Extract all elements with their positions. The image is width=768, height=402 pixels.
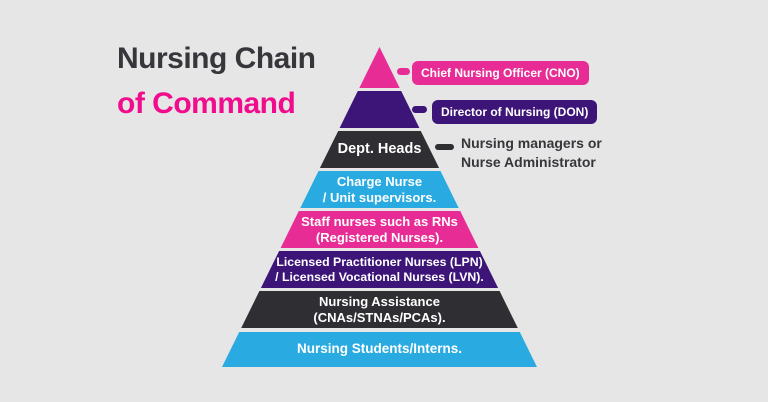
dept-heads-note-line-1: Nursing managers or	[461, 135, 602, 151]
don-connector-dash-icon	[412, 106, 427, 113]
level-label: Nursing Assistance	[319, 293, 440, 309]
dept-heads-note-line-2: Nurse Administrator	[461, 154, 596, 170]
level-label: Dept. Heads	[337, 140, 422, 157]
level-label: (CNAs/STNAs/PCAs).	[313, 309, 446, 325]
pyramid-level-dept-heads: Dept. Heads	[319, 131, 440, 168]
dept-heads-connector-dash-icon	[435, 144, 454, 150]
cno-callout-badge: Chief Nursing Officer (CNO)	[412, 61, 589, 85]
page-title-line-1: Nursing Chain	[117, 42, 316, 75]
level-label: Licensed Practitioner Nurses (LPN)	[276, 254, 483, 269]
don-callout-badge: Director of Nursing (DON)	[432, 100, 598, 124]
dept-heads-note: Nursing managers or Nurse Administrator	[461, 134, 602, 172]
pyramid-level-staff-nurses: Staff nurses such as RNs (Registered Nur…	[280, 211, 479, 248]
level-label: / Licensed Vocational Nurses (LVN).	[275, 269, 484, 284]
page-title-line-2: of Command	[117, 87, 296, 120]
pyramid-level-lpn-lvn: Licensed Practitioner Nurses (LPN) / Lic…	[260, 251, 499, 288]
pyramid: Dept. Heads Charge Nurse / Unit supervis…	[222, 47, 537, 367]
level-label: (Registered Nurses).	[315, 229, 444, 245]
pyramid-level-students: Nursing Students/Interns.	[222, 332, 537, 367]
pyramid-level-charge-nurse: Charge Nurse / Unit supervisors.	[300, 171, 459, 208]
pyramid-level-nursing-assistance: Nursing Assistance (CNAs/STNAs/PCAs).	[241, 291, 518, 328]
level-label: Charge Nurse	[336, 173, 423, 189]
level-label: / Unit supervisors.	[322, 189, 437, 205]
level-label: Staff nurses such as RNs	[301, 213, 458, 229]
cno-connector-dash-icon	[397, 68, 410, 75]
level-label: Nursing Students/Interns.	[296, 341, 462, 357]
